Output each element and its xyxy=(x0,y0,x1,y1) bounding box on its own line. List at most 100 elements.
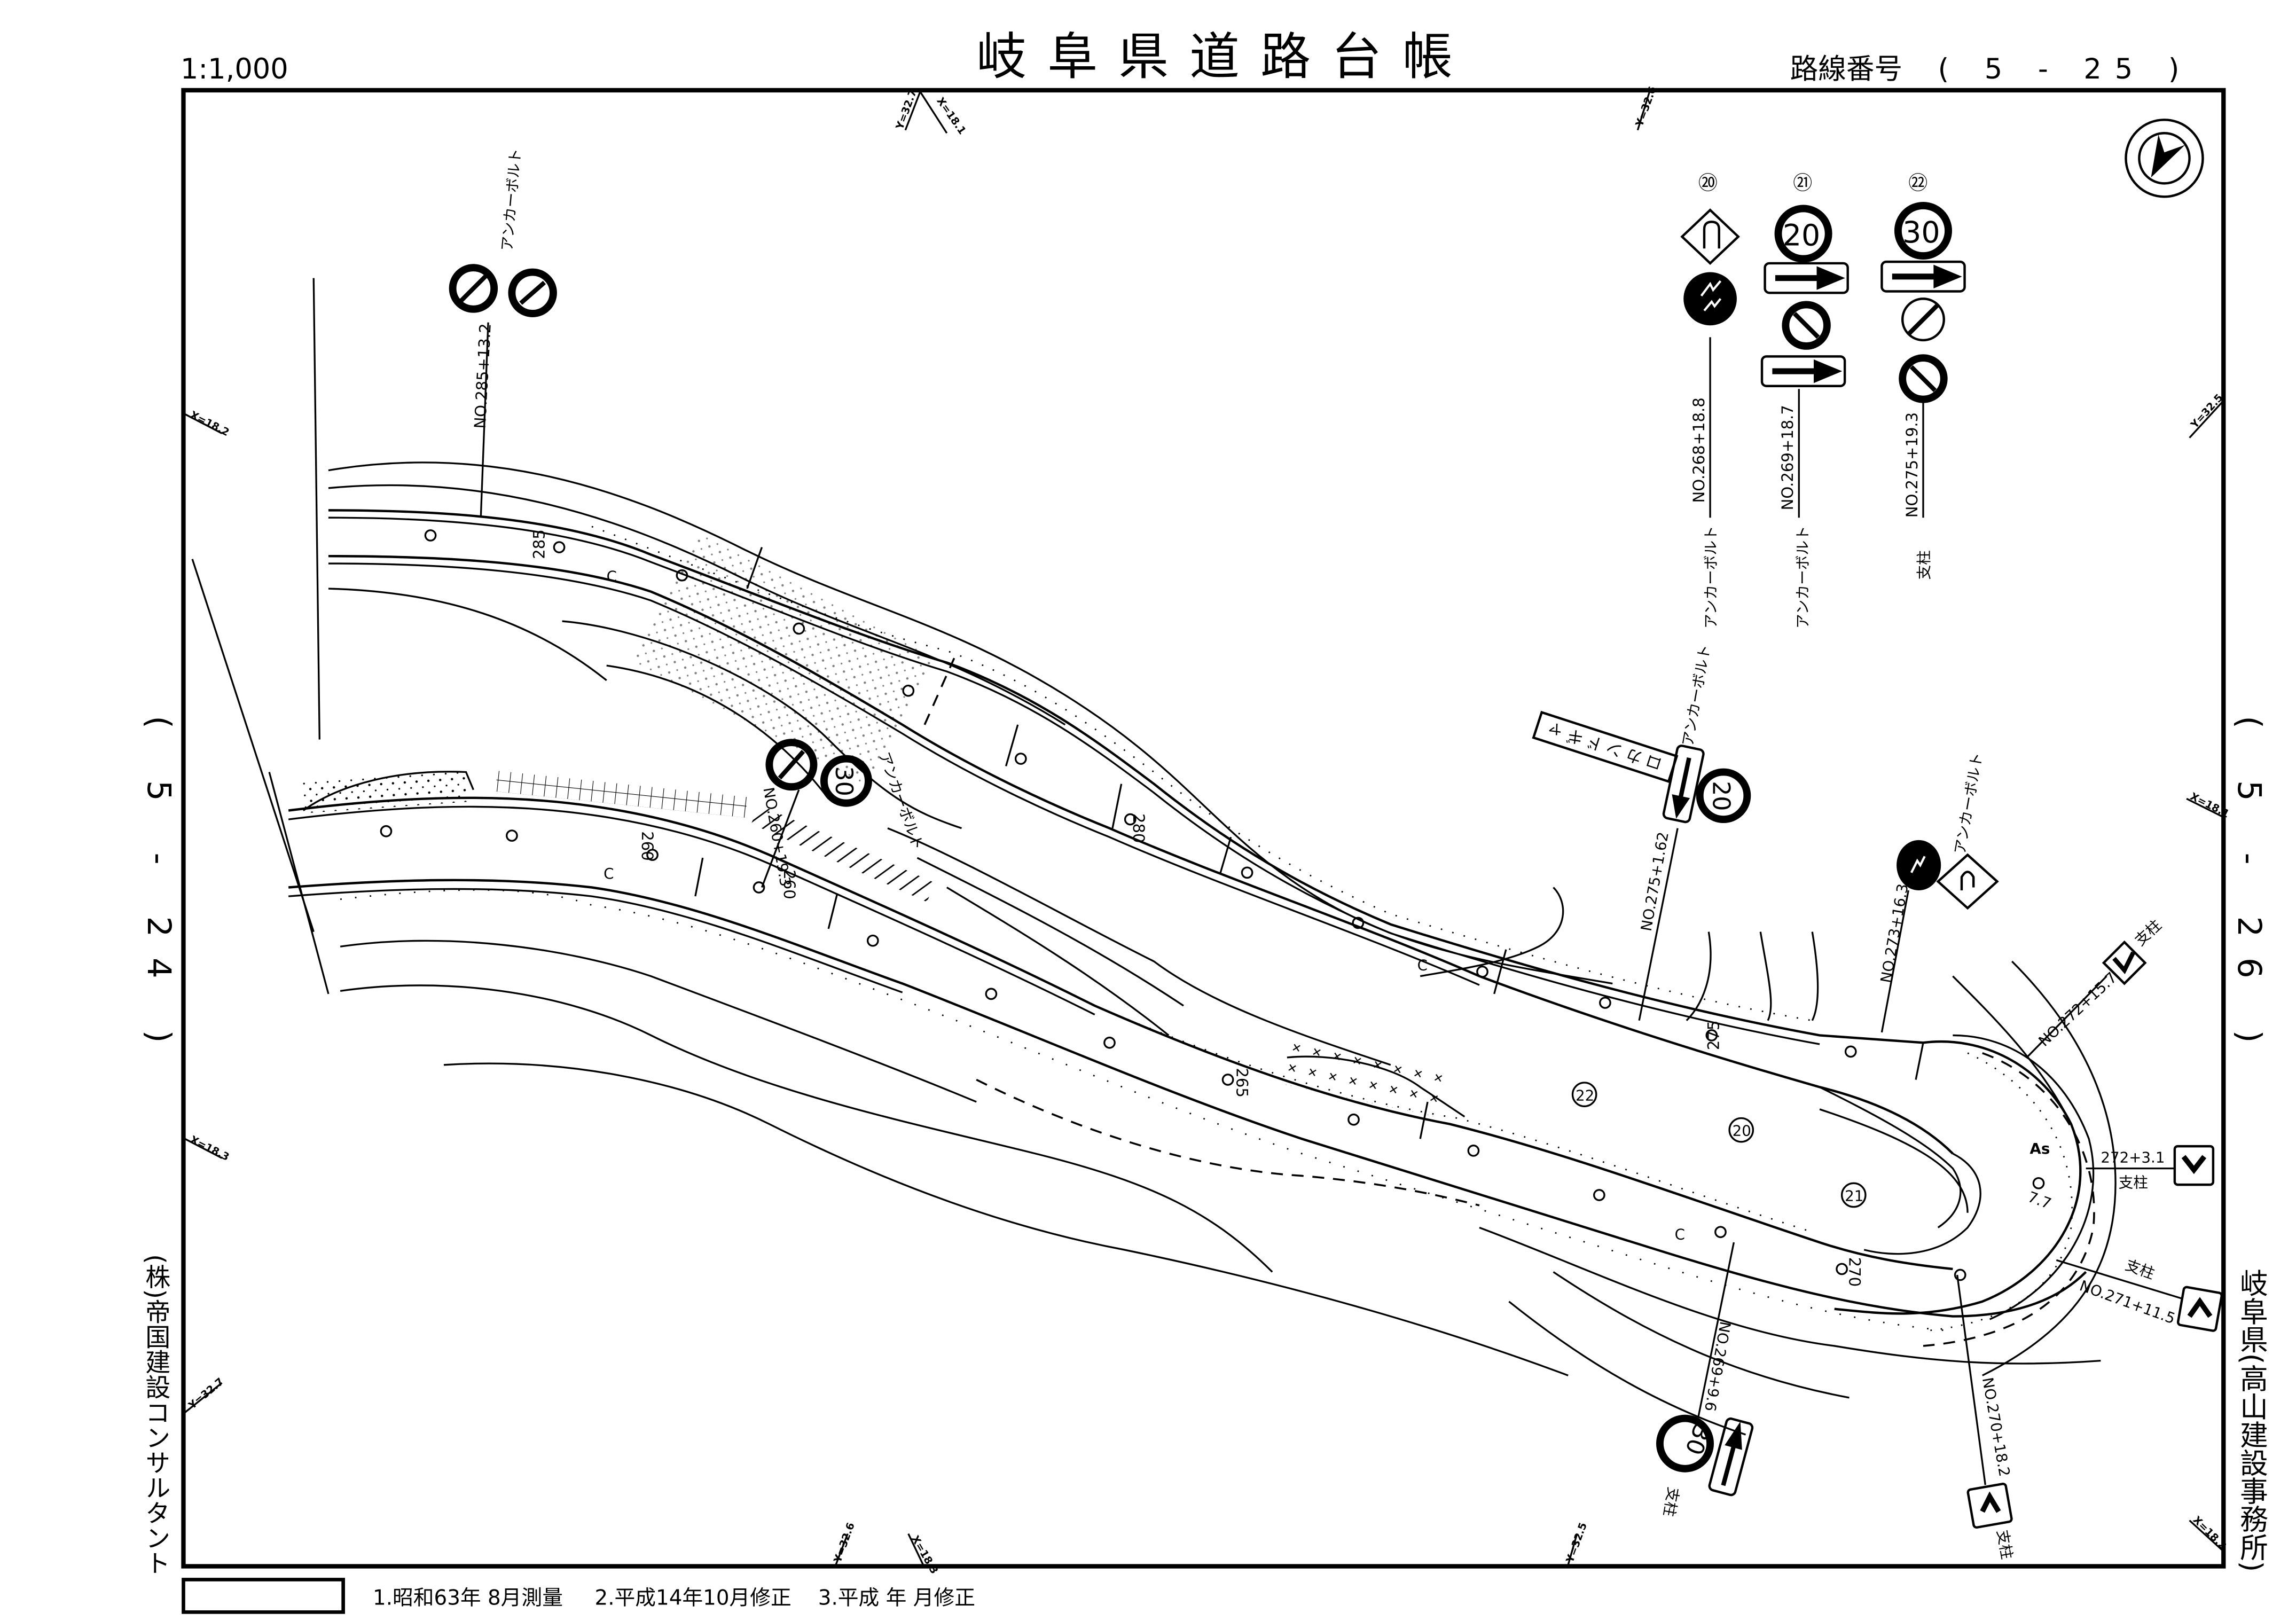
direction-plate-icon xyxy=(1764,262,1849,294)
revision-2: 2.平成14年10月修正 xyxy=(595,1586,792,1610)
map-sign-272-15: NO.272+15.7 支柱 xyxy=(2026,916,2165,1059)
direction-plate-icon xyxy=(1708,1417,1754,1497)
svg-text:NO.271+11.5: NO.271+11.5 xyxy=(2077,1277,2177,1327)
map-sign-271: NO.271+11.5 支柱 xyxy=(2056,1256,2223,1332)
svg-text:支柱: 支柱 xyxy=(1994,1529,2016,1561)
speed-limit-30-icon xyxy=(1656,1414,1714,1473)
curb-label: C xyxy=(1675,1226,1685,1243)
map-sign-273: NO.273+16.3 アンカーボルト xyxy=(1877,751,1999,1033)
map-sign-272-3: 272+3.1 支柱 xyxy=(2086,1145,2215,1192)
u-turn-warning-icon xyxy=(1936,853,1999,910)
direction-plate-icon xyxy=(1760,355,1846,387)
no-overtaking-icon xyxy=(1782,301,1831,350)
end-of-restriction-icon xyxy=(765,739,818,791)
u-turn-warning-icon xyxy=(1680,208,1740,265)
svg-text:NO.269+9.6: NO.269+9.6 xyxy=(1701,1320,1734,1413)
adjacent-sheet-right: ( 5 - 26 ) xyxy=(2230,716,2268,1063)
svg-text:20: 20 xyxy=(1707,781,1735,811)
curb-label: C xyxy=(604,865,614,882)
office-name: 岐阜県(高山建設事務所) xyxy=(2235,1269,2268,1572)
road-marker-22: 22 xyxy=(1571,1082,1597,1107)
consultant-name: (株)帝国建設コンサルタント xyxy=(140,1254,170,1576)
chevron-sign-icon xyxy=(2102,940,2147,985)
svg-text:272+3.1: 272+3.1 xyxy=(2101,1149,2165,1166)
curb-label: C xyxy=(607,567,617,585)
station-label: 265 xyxy=(1233,1068,1251,1098)
legend-sign-20: ⑳ NO.268+18.8 アンカーボルト xyxy=(1680,172,1740,629)
road-marker-21: 21 xyxy=(1840,1182,1867,1208)
road-marker-20: 20 xyxy=(1728,1117,1754,1143)
direction-plate-icon xyxy=(1662,745,1705,824)
grid-marker: Y=32.5 xyxy=(2188,391,2226,431)
svg-text:NO.273+16.3: NO.273+16.3 xyxy=(1877,882,1911,984)
svg-text:NO.269+18.7: NO.269+18.7 xyxy=(1778,405,1797,510)
svg-text:21: 21 xyxy=(1845,1187,1863,1205)
station-label: 260 xyxy=(780,870,798,899)
station-label: 280 xyxy=(1130,813,1148,843)
legend-sign-22: ㉒ 30 NO.275+19.3 支柱 xyxy=(1880,172,1966,580)
chevron-sign-icon xyxy=(2173,1145,2215,1186)
speed-limit-20-icon xyxy=(1774,205,1832,263)
svg-text:20: 20 xyxy=(1783,219,1820,253)
grid-marker: Y=32.7 xyxy=(186,1375,226,1412)
chevron-sign-icon xyxy=(2176,1286,2223,1332)
falling-rock-icon xyxy=(1683,272,1737,326)
end-of-restriction-icon xyxy=(1901,297,1945,342)
falling-rock-icon xyxy=(1897,840,1941,891)
route-number: ( 5 - 25 ) xyxy=(1938,53,2193,85)
direction-plate-icon xyxy=(1880,260,1966,293)
grid-markers: Y=32.7 X=18.1 Y=32.6 X=18.2 X=18.3 Y=32.… xyxy=(184,85,2231,1576)
svg-text:支柱: 支柱 xyxy=(2131,916,2165,949)
speed-limit-30-icon xyxy=(1894,201,1952,260)
map-frame xyxy=(181,88,2226,1569)
page-title: 岐阜県道路台帳 xyxy=(976,28,1474,86)
map-sign-270: NO.270+18.2 支柱 xyxy=(1956,1274,2016,1561)
surface-label: As xyxy=(2029,1140,2050,1157)
svg-text:NO.268+18.8: NO.268+18.8 xyxy=(1690,397,1708,503)
grid-marker: Y=32.7 xyxy=(893,88,919,131)
station-label: 270 xyxy=(1845,1257,1863,1287)
svg-text:30: 30 xyxy=(830,766,857,796)
speed-limit-20-icon xyxy=(1696,768,1751,824)
svg-text:㉑: ㉑ xyxy=(1793,172,1812,194)
adjacent-sheet-left: ( 5 - 24 ) xyxy=(140,716,178,1063)
svg-text:アンカーボルト: アンカーボルト xyxy=(1679,643,1714,747)
svg-text:NO.285+13.2: NO.285+13.2 xyxy=(471,323,495,429)
svg-text:㉒: ㉒ xyxy=(1908,172,1927,194)
grid-marker: Y=32.5 xyxy=(1563,1521,1589,1564)
svg-text:支柱: 支柱 xyxy=(1660,1486,1682,1518)
svg-text:アンカーボルト: アンカーボルト xyxy=(1951,751,1986,855)
stamp-box xyxy=(182,1578,345,1614)
svg-text:支柱: 支柱 xyxy=(2123,1256,2157,1283)
chevron-sign-icon xyxy=(1966,1482,2013,1529)
svg-text:アンカーボルト: アンカーボルト xyxy=(1702,526,1720,629)
grid-marker: X=18.1 xyxy=(934,95,968,137)
no-overtaking-icon xyxy=(1899,354,1948,403)
map-sign-275-1: ロカンドギャ 20 NO.275+1.62 アンカーボルト xyxy=(1532,643,1751,1021)
north-arrow-icon xyxy=(2125,119,2204,198)
speed-limit-30-icon xyxy=(820,755,872,807)
svg-text:支柱: 支柱 xyxy=(2119,1174,2148,1192)
svg-text:30: 30 xyxy=(1902,216,1940,250)
svg-text:アンカーボルト: アンカーボルト xyxy=(875,749,927,852)
svg-text:⑳: ⑳ xyxy=(1698,172,1718,194)
width-label: 7.7 xyxy=(2025,1188,2054,1212)
revision-3: 3.平成 年 月修正 xyxy=(818,1586,975,1610)
route-label: 路線番号 xyxy=(1790,53,1902,85)
no-overtaking-icon xyxy=(508,268,557,317)
road-plan xyxy=(191,278,2117,1436)
svg-text:支柱: 支柱 xyxy=(1915,550,1933,580)
scale-label: 1:1,000 xyxy=(181,53,288,85)
grid-marker: X=18.3 xyxy=(188,1133,231,1163)
station-label: 275 xyxy=(1705,1021,1723,1051)
map-sign-269: 30 NO.269+9.6 支柱 xyxy=(1656,1242,1754,1518)
revision-1: 1.昭和63年 8月測量 xyxy=(373,1586,563,1610)
curb-label: C xyxy=(1417,957,1428,974)
svg-text:NO.275+19.3: NO.275+19.3 xyxy=(1903,412,1921,518)
svg-text:NO.272+15.7: NO.272+15.7 xyxy=(2035,968,2120,1050)
station-label: 260 xyxy=(638,831,656,861)
grid-marker: X=18.2 xyxy=(188,409,231,438)
svg-text:20: 20 xyxy=(1733,1122,1751,1140)
survey-points xyxy=(380,529,2045,1281)
